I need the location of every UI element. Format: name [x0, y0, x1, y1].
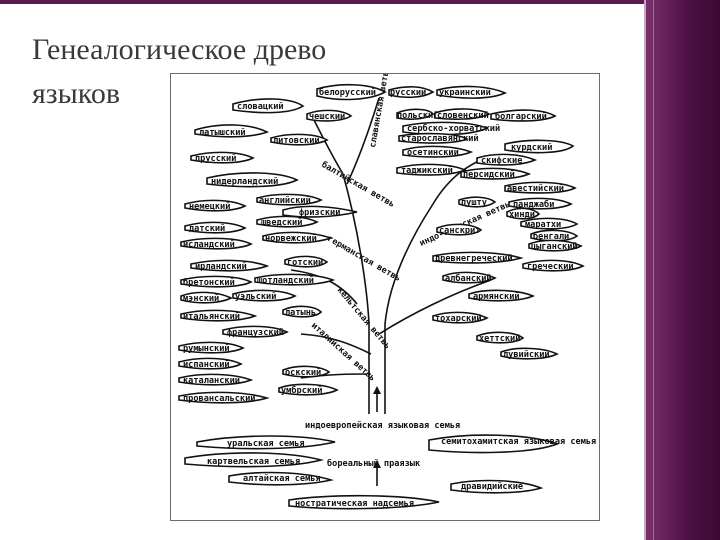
lang-old-slavonic: старославянский	[401, 134, 479, 144]
family-semito-hamitic: семитохамитская языковая семья	[441, 437, 596, 447]
lang-umbrian: умбрский	[281, 385, 322, 396]
side-decoration-edge	[653, 0, 654, 540]
lang-dutch: нидерландский	[211, 177, 278, 187]
lang-avestan: авестийский	[507, 184, 564, 194]
lang-kurdish: курдский	[511, 143, 552, 153]
trunk-arrows	[373, 386, 381, 486]
lang-ossetian: осетинский	[407, 148, 459, 158]
lang-romanian: румынский	[183, 344, 230, 354]
lang-belarusian: белорусский	[319, 87, 376, 98]
iranian-cluster: курдский осетинский скифские таджикский …	[396, 139, 577, 194]
lang-norwegian: норвежский	[265, 234, 317, 244]
lang-breton: бретонский	[183, 277, 235, 288]
families-cluster: индоевропейская языковая семья уральская…	[184, 421, 596, 510]
lang-marathi: маратхи	[525, 220, 561, 230]
branch-baltic: балтийская ветвь	[320, 159, 397, 210]
lang-armenian: армянский	[473, 292, 520, 302]
indo-aryan-cluster: пушту панджаби хинди индо-иранская ветвь…	[418, 196, 585, 360]
lang-german: немецкий	[189, 202, 230, 212]
lang-latvian: латышский	[199, 128, 246, 138]
family-indo-european: индоевропейская языковая семья	[305, 421, 460, 431]
lang-scottish: шотландский	[257, 276, 314, 286]
slide-title: Генеалогическое древо языков	[32, 28, 327, 116]
lang-oscan: оскский	[285, 368, 321, 378]
lang-gothic: готский	[287, 258, 323, 268]
lang-punjabi: панджаби	[513, 199, 554, 210]
lang-luwian: лувийский	[503, 350, 550, 360]
side-decoration-band	[646, 0, 720, 540]
lang-french: французский	[227, 328, 284, 338]
lang-provencal: провансальский	[183, 394, 255, 404]
lang-swedish: шведский	[261, 218, 302, 228]
language-tree-diagram: белорусский русский украинский словацкий…	[170, 73, 600, 521]
lang-hindi: хинди	[509, 210, 535, 220]
lang-frisian: фризский	[299, 208, 340, 218]
lang-sanskrit: санскрит	[439, 226, 480, 236]
lang-bulgarian: болгарский	[495, 111, 547, 122]
slide-title-line-2: языков	[32, 77, 121, 110]
lang-serbocroatian: сербско-хорватский	[407, 123, 500, 134]
lang-italian: итальянский	[183, 312, 240, 322]
side-decoration-line	[644, 0, 646, 540]
lang-russian: русский	[390, 88, 426, 98]
top-rule	[0, 0, 720, 4]
family-nostratic: ностратическая надсемья	[295, 499, 414, 509]
lang-english: английский	[259, 196, 311, 206]
family-uralic: уральская семья	[227, 439, 305, 449]
lang-albanian: албанский	[445, 273, 492, 284]
lang-tocharian: тохарский	[435, 314, 482, 324]
lang-slovak: словацкий	[237, 102, 284, 112]
lang-persian: персидский	[463, 170, 515, 180]
lang-ukrainian: украинский	[439, 88, 491, 98]
lang-slovenian: словенский	[437, 111, 489, 121]
lang-latin: латынь	[285, 308, 316, 318]
lang-bengali: бенгали	[533, 231, 569, 242]
lang-spanish: испанский	[183, 360, 230, 370]
lang-greek: греческий	[527, 262, 574, 272]
lang-hittite: хеттский	[479, 334, 520, 344]
lang-lithuanian: литовский	[273, 136, 320, 146]
family-altaic: алтайская семья	[243, 474, 321, 484]
branch-slavic: славянская ветвь	[368, 74, 392, 149]
lang-czech: чешский	[309, 112, 345, 122]
lang-ancient-greek: древнегреческий	[435, 254, 513, 264]
lang-tajik: таджикский	[401, 166, 453, 176]
lang-catalan: каталанский	[183, 376, 240, 386]
lang-pashto: пушту	[461, 198, 487, 208]
lang-manx: мэнский	[183, 294, 219, 304]
lang-gypsy: цыганский	[531, 242, 578, 252]
lang-scythian: скифские	[481, 156, 522, 166]
family-kartvelian: картвельская семья	[207, 457, 300, 467]
boreal-proto-language: бореальный праязык	[327, 458, 421, 469]
family-dravidian: дравидийские	[461, 482, 523, 492]
slide-title-line-1: Генеалогическое древо	[32, 33, 327, 66]
lang-danish: датский	[189, 224, 225, 234]
lang-icelandic: исландский	[183, 240, 235, 250]
lang-polish: польский	[397, 111, 438, 121]
italic-cluster: итальянский латынь французский италийска…	[178, 305, 377, 404]
germanic-cluster: нидерландский немецкий английский фризск…	[180, 172, 402, 284]
lang-irish: ирландский	[195, 262, 247, 272]
lang-welsh: уэльский	[235, 292, 276, 302]
tree-trunk	[290, 97, 492, 414]
lang-prussian: прусский	[195, 154, 236, 164]
